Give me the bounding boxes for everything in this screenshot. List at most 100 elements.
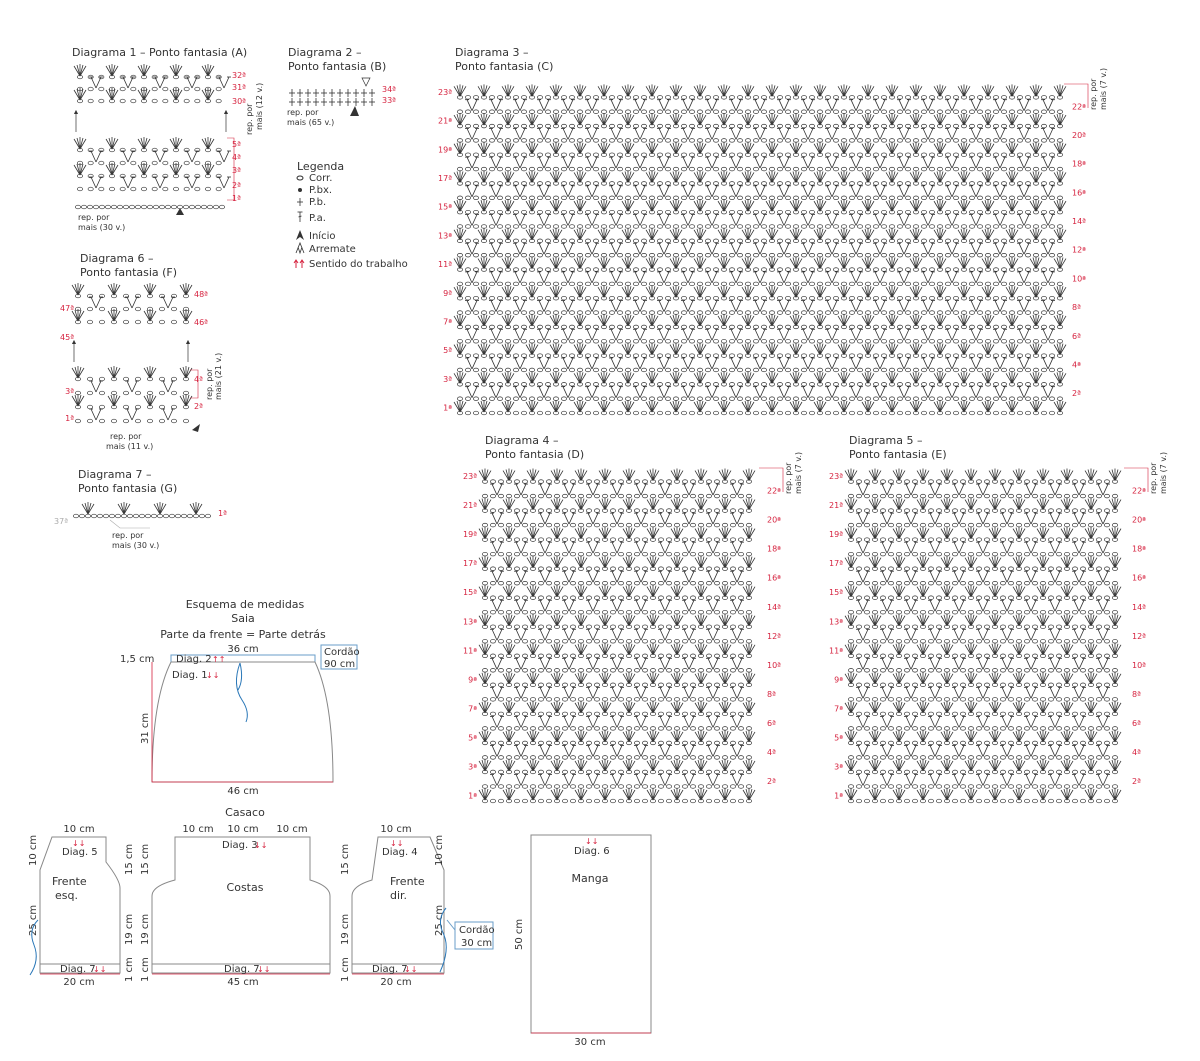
skirt-red-edge [151, 662, 333, 783]
back-top-right: 10 cm [276, 824, 307, 835]
back-left-top: 15 cm [140, 844, 151, 875]
diagram-4-chart-right-row-2ª: 2ª [767, 777, 776, 786]
diagram-5-chart-left-row-5ª: 5ª [834, 733, 843, 742]
diagram-2-repeat-line2: mais (65 v.) [287, 118, 334, 127]
diagram-3-chart-left-row-3ª: 3ª [443, 375, 452, 384]
back-label: Costas [227, 881, 264, 894]
schematic-heading: Esquema de medidas [186, 598, 305, 611]
diagram-5-chart-right-row-14ª: 14ª [1132, 603, 1146, 612]
diagram-3-chart-right-row-6ª: 6ª [1072, 332, 1081, 341]
left-front-hem [39, 963, 121, 974]
diagram-6-title-line2: Ponto fantasia (F) [80, 266, 177, 279]
start-arrow-icon [192, 424, 200, 432]
left-front-arrows: ↓↓ [72, 839, 85, 848]
diagram-3-chart-right-row-22ª: 22ª [1072, 102, 1086, 111]
diagram-6-right-row-3: 2ª [194, 402, 203, 411]
diagram-5-chart-side-repeat-line2: mais (7 v.) [1159, 452, 1168, 494]
back-diag-bottom: Diag. 7 [224, 964, 260, 975]
diagram-4-chart-left-row-13ª: 13ª [463, 617, 477, 626]
diagram-6-right-row-1: 46ª [194, 318, 208, 327]
legend-start-label: Início [309, 230, 335, 242]
diagram-5-chart-left-row-23ª: 23ª [829, 472, 843, 481]
right-front-diag-top: Diag. 4 [382, 847, 418, 858]
diagram-5-chart-right-row-20ª: 20ª [1132, 516, 1146, 525]
back-left-mid: 19 cm [140, 914, 151, 945]
left-front-label-line1: Frente [52, 875, 87, 888]
diagram-6-left-row-2: 3ª [65, 387, 74, 396]
diagram-4-chart-left-row-21ª: 21ª [463, 501, 477, 510]
diagram-6-chart [71, 282, 200, 432]
left-front-side: 25 cm [28, 905, 39, 936]
diagram-1-row-1: 32ª [232, 71, 246, 80]
diagram-3-title-line1: Diagrama 3 – [455, 46, 528, 59]
diagram-4-chart-right-row-22ª: 22ª [767, 487, 781, 496]
right-front-mid: 19 cm [340, 914, 351, 945]
left-front-diag-top: Diag. 5 [62, 847, 98, 858]
legend: Legenda Corr. P.bx. P.b. P.a. Início Arr… [293, 160, 408, 270]
diagram-4-chart-left-row-11ª: 11ª [463, 646, 477, 655]
diagram-5-chart-left-row-11ª: 11ª [829, 646, 843, 655]
diagram-5-chart-right-row-8ª: 8ª [1132, 690, 1141, 699]
diagram-1-title: Diagrama 1 – Ponto fantasia (A) [72, 46, 247, 59]
diagram-3-chart-side-repeat-line1: rep. por [1089, 78, 1098, 110]
right-front-label-line2: dir. [390, 889, 407, 902]
diagram-5-chart-left-row-21ª: 21ª [829, 501, 843, 510]
right-front-bottom-side: 1 cm [340, 957, 351, 982]
back-left-bottom-inner: 1 cm [140, 957, 151, 982]
skirt-cord-length: 90 cm [324, 659, 355, 670]
legend-title: Legenda [297, 160, 344, 173]
diagram-6-repeat-line1: rep. por [110, 432, 142, 441]
slip-stitch-icon [298, 188, 302, 192]
skirt-bottom-width: 46 cm [227, 786, 258, 797]
start-arrow-icon [296, 230, 304, 240]
skirt-subheading: Parte da frente = Parte detrás [160, 628, 326, 641]
diagram-2-row-34: 34ª [382, 85, 396, 94]
diagram-4-chart-left-row-23ª: 23ª [463, 472, 477, 481]
diagram-4-chart-left-row-17ª: 17ª [463, 559, 477, 568]
diagram-1-row-5: 4ª [232, 153, 241, 162]
left-front-label-line2: esq. [55, 889, 78, 902]
diagram-3-chart-left-row-23ª: 23ª [438, 88, 452, 97]
diagram-5-chart-right-row-4ª: 4ª [1132, 748, 1141, 757]
skirt-cord-box [320, 644, 358, 670]
diagram-3-chart-left-row-21ª: 21ª [438, 117, 452, 126]
diagram-5-chart-left-row-3ª: 3ª [834, 763, 843, 772]
diagram-3-chart-right-row-18ª: 18ª [1072, 160, 1086, 169]
skirt-cord-label: Cordão [324, 647, 360, 658]
diagram-6-side-repeat-line1: rep. por [205, 368, 214, 400]
diagram-4-chart-left-row-15ª: 15ª [463, 588, 477, 597]
diagram-4-chart-right-row-8ª: 8ª [767, 690, 776, 699]
diagram-7-title-line2: Ponto fantasia (G) [78, 482, 177, 495]
diagram-5-chart-right-row-18ª: 18ª [1132, 545, 1146, 554]
diagram-5-chart [844, 467, 1149, 804]
back-top-mid: 10 cm [227, 824, 258, 835]
diagram-1-side-repeat-line1: rep. por [245, 103, 254, 135]
diagram-3-chart [453, 83, 1089, 416]
diagram-3-chart-left-row-1ª: 1ª [443, 404, 452, 413]
double-crochet-icon [297, 211, 303, 223]
diagram-4-chart-right-row-4ª: 4ª [767, 748, 776, 757]
diagram-4-chart-right-row-18ª: 18ª [767, 545, 781, 554]
diagram-1-repeat-line1: rep. por [78, 213, 110, 222]
diagram-5-chart-left-row-15ª: 15ª [829, 588, 843, 597]
sleeve-arrows: ↓↓ [585, 837, 598, 846]
diagram-5-chart-left-row-17ª: 17ª [829, 559, 843, 568]
right-front-side-top: 10 cm [434, 835, 445, 866]
diagram-1-row-4: 5ª [232, 140, 241, 149]
diagram-4-chart-left-row-3ª: 3ª [468, 763, 477, 772]
single-crochet-icon [296, 197, 304, 207]
work-direction-icon [293, 259, 305, 268]
right-front-armhole: 15 cm [340, 844, 351, 875]
diagram-4-chart-side-repeat-line2: mais (7 v.) [794, 452, 803, 494]
skirt-top-width: 36 cm [227, 644, 258, 655]
diagram-1-row-2: 31ª [232, 83, 246, 92]
diagram-4-chart-right-row-20ª: 20ª [767, 516, 781, 525]
diagram-1-row-6: 3ª [232, 166, 241, 175]
diagram-5-title-line1: Diagrama 5 – [849, 434, 922, 447]
diagram-7-repeat-line1: rep. por [112, 531, 144, 540]
skirt-waist-height: 1,5 cm [120, 654, 154, 665]
diagram-7-title-line1: Diagrama 7 – [78, 468, 151, 481]
diagram-5-chart-right-row-16ª: 16ª [1132, 574, 1146, 583]
diagram-1-row-3: 30ª [232, 97, 246, 106]
right-front-bottom-arrows: ↓↓ [404, 965, 417, 974]
